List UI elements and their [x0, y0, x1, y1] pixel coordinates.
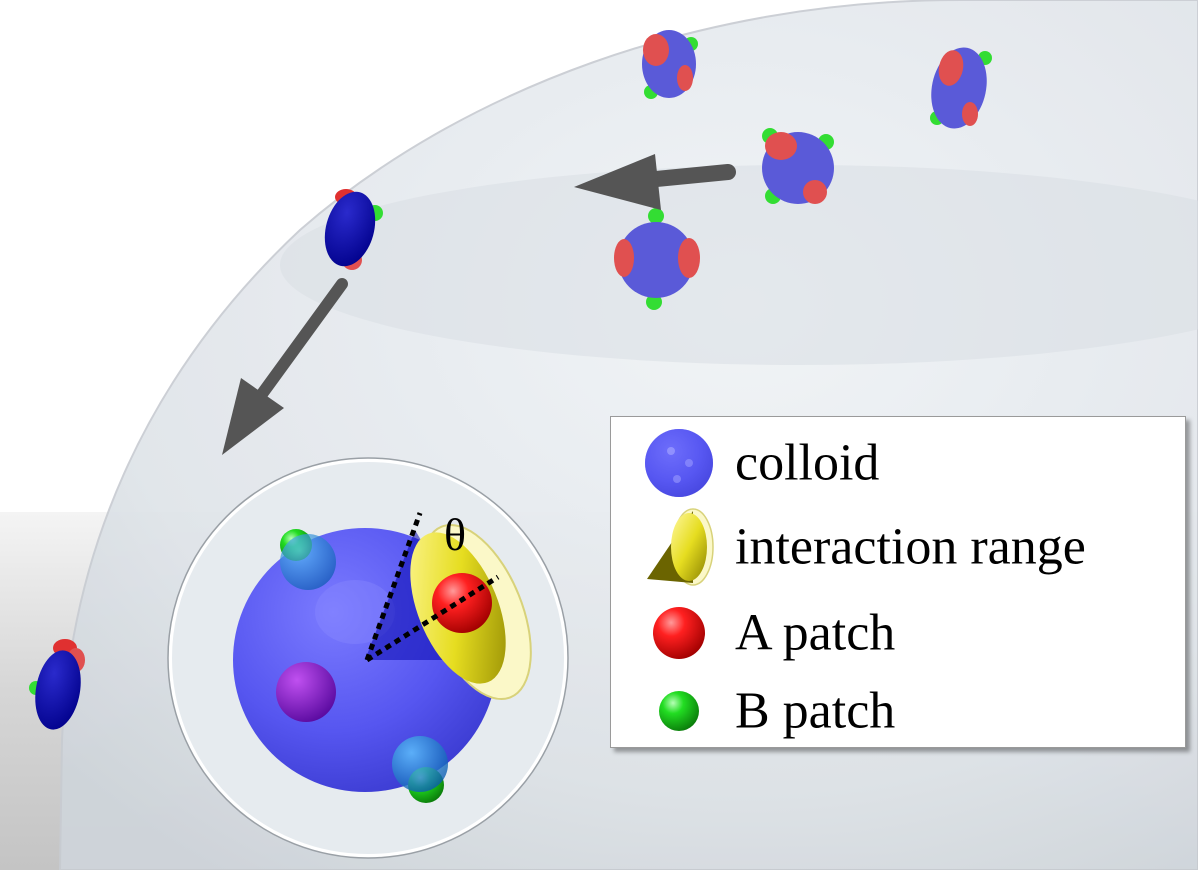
colloid-moving [762, 128, 834, 204]
legend-label-interaction-range: interaction range [735, 518, 1086, 576]
theta-line-1 [364, 512, 423, 661]
colloid-bottom-left [29, 639, 85, 730]
inset-zoom [167, 457, 569, 859]
colloid-top-1 [642, 30, 698, 99]
colloid-left [324, 189, 383, 270]
colloid-top-2 [930, 47, 992, 129]
legend-item-b-patch: B patch [611, 671, 1185, 751]
arrow-left-head [574, 154, 661, 210]
theta-line-2 [365, 574, 500, 663]
b-patch-sphere-icon [659, 691, 699, 731]
legend: colloid interaction range A patch B patc… [610, 416, 1186, 748]
arrow-down-head [222, 378, 284, 455]
theta-angle-label: θ [444, 509, 467, 560]
legend-item-a-patch: A patch [611, 593, 1185, 673]
colloid-sphere-icon [645, 429, 713, 497]
legend-label-colloid: colloid [735, 434, 880, 492]
arrow-down [256, 278, 348, 400]
interaction-cone-icon [647, 508, 714, 586]
legend-item-colloid: colloid [611, 423, 1185, 503]
inset-hidden-patch [276, 662, 336, 722]
dome-inner-cap [280, 165, 1198, 365]
inset-a-patch [432, 573, 492, 633]
legend-label-a-patch: A patch [735, 604, 896, 662]
a-patch-sphere-icon [653, 607, 705, 659]
legend-item-interaction-range: interaction range [611, 507, 1185, 587]
legend-label-b-patch: B patch [735, 682, 896, 740]
colloid-middle [614, 208, 700, 310]
arrow-left [638, 164, 736, 188]
